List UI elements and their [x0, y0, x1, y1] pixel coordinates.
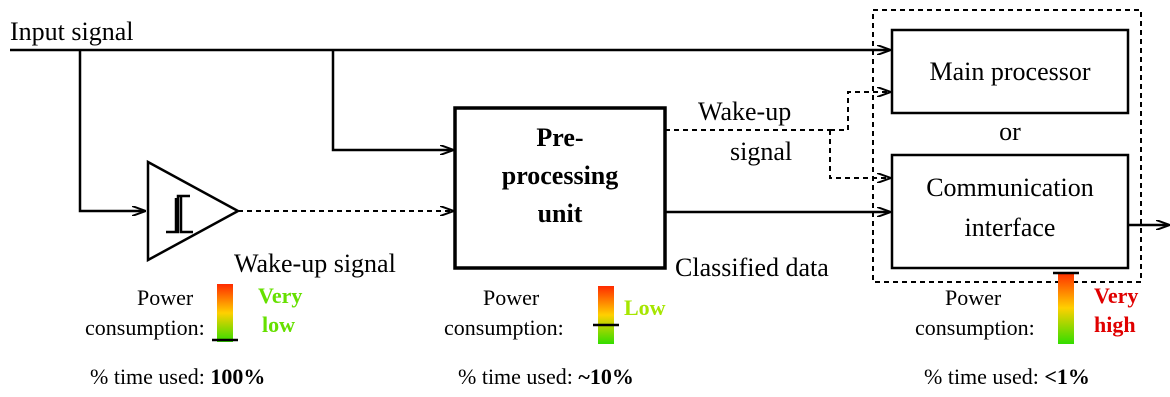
comm-line2: interface — [965, 213, 1056, 242]
preprocessing-line2: processing — [502, 161, 619, 190]
wake-signal-top-line1: Wake-up — [698, 97, 791, 126]
wake-signal-bottom-label: Wake-up signal — [234, 249, 396, 278]
power-level-text-3a: Very — [1094, 283, 1138, 308]
main-processor-box — [890, 28, 1130, 115]
hysteresis-icon — [166, 194, 193, 234]
input-to-comparator-line — [78, 50, 145, 211]
comm-line1: Communication — [926, 173, 1094, 202]
classified-data-label: Classified data — [675, 253, 829, 282]
preprocessing-line1: Pre- — [536, 123, 583, 152]
power-label-1: Power — [137, 285, 194, 310]
power-level-text-2: Low — [624, 295, 666, 320]
input-signal-label: Input signal — [10, 17, 134, 46]
power-level-text-1a: Very — [258, 283, 302, 308]
time-used-3: % time used: <1% — [924, 364, 1090, 389]
wake-to-comm-line — [829, 130, 890, 178]
power-label-3: Power — [945, 285, 1002, 310]
preprocessing-line3: unit — [538, 199, 583, 228]
preprocessing-unit-box — [453, 106, 667, 270]
time-used-2: % time used: ~10% — [458, 364, 634, 389]
wake-signal-top-line2: signal — [730, 137, 792, 166]
power-gradient-bar-2 — [598, 286, 614, 344]
power-label-2: Power — [483, 285, 540, 310]
consumption-label-1: consumption: — [85, 315, 205, 340]
power-level-text-3b: high — [1094, 312, 1136, 337]
consumption-label-2: consumption: — [444, 315, 564, 340]
time-used-1: % time used: 100% — [90, 364, 265, 389]
power-gradient-bar-1 — [217, 284, 233, 342]
wake-to-main-line — [830, 92, 890, 131]
power-panel-1: Power consumption: Very low % time used:… — [85, 283, 302, 389]
power-panel-3: Power consumption: Very high % time used… — [915, 271, 1138, 389]
power-level-text-1b: low — [262, 312, 295, 337]
main-processor-label: Main processor — [929, 57, 1090, 86]
power-gradient-bar-3 — [1058, 272, 1074, 344]
power-panel-2: Power consumption: Low % time used: ~10% — [444, 285, 666, 389]
communication-interface-box — [890, 153, 1130, 270]
or-label: or — [999, 117, 1021, 146]
consumption-label-3: consumption: — [915, 315, 1035, 340]
input-to-preprocessing-line — [331, 50, 453, 150]
comparator-triangle — [146, 159, 241, 263]
